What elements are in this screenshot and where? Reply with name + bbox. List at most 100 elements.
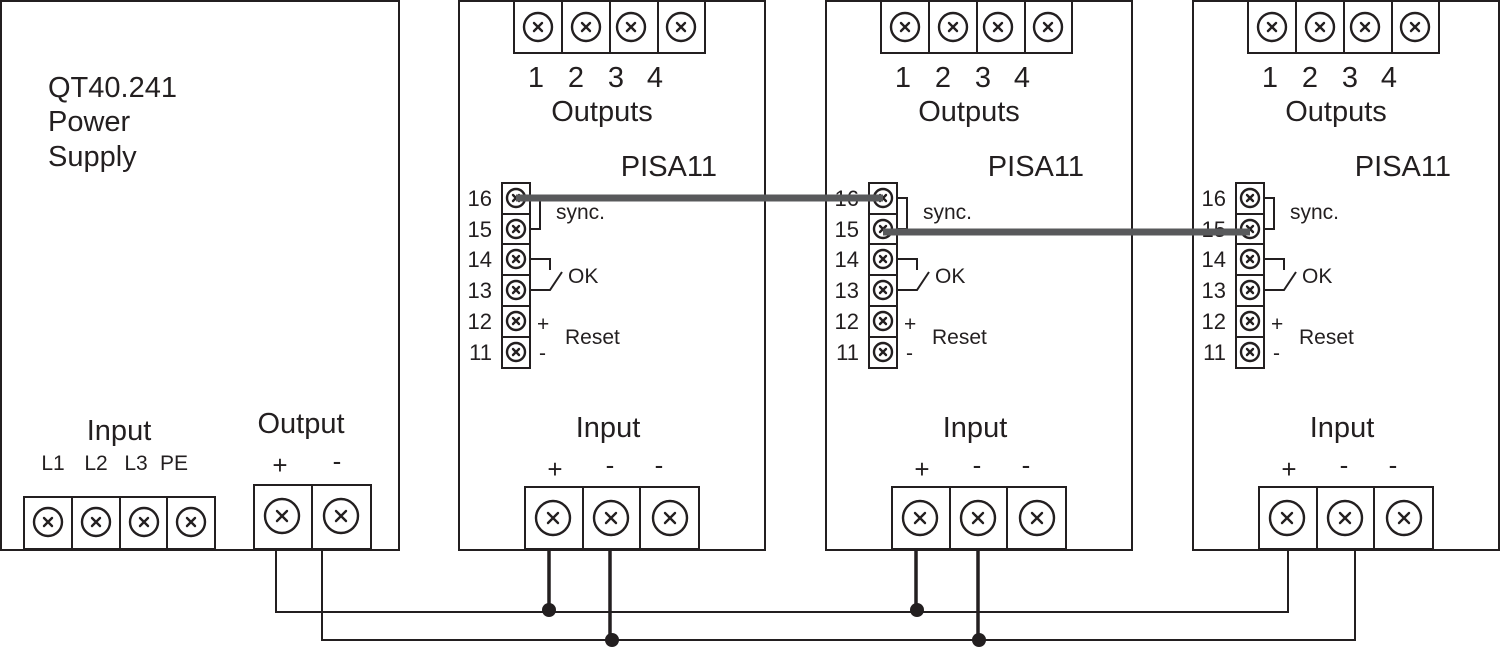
output-number-2: 2 (935, 62, 951, 94)
terminal-label-l2: L2 (84, 452, 107, 475)
pisa11-module-1: 1 2 3 4 Outputs PISA11 16 15 14 13 12 11 (458, 0, 766, 551)
input-minus-sign: - (655, 450, 664, 480)
reset-label: Reset (932, 326, 987, 349)
screw-icon (1032, 11, 1064, 43)
pisa11-module-2: 1 2 3 4 Outputs PISA11 16 15 14 13 12 11 (825, 0, 1133, 551)
reset-plus-sign: + (904, 313, 916, 336)
power-supply-title-line-1: QT40.241 (48, 72, 177, 104)
screw-icon (522, 11, 554, 43)
pin-12-label: 12 (468, 309, 492, 334)
screw-icon (505, 248, 527, 270)
pin-11-label: 11 (469, 340, 492, 365)
output-number-2: 2 (568, 62, 584, 94)
input-plus-sign: + (547, 454, 562, 484)
screw-icon (872, 248, 894, 270)
input-minus-sign: - (606, 450, 615, 480)
output-number-4: 4 (1014, 62, 1030, 94)
screw-icon (1349, 11, 1381, 43)
screw-icon (263, 497, 301, 535)
signal-terminal-strip (868, 182, 898, 369)
sync-label: sync. (923, 201, 972, 224)
minus-bus-wire (321, 549, 1356, 641)
pin-13-label: 13 (1202, 278, 1226, 303)
screw-icon (1239, 248, 1261, 270)
screw-icon (1326, 499, 1364, 537)
pin-14-label: 14 (1202, 247, 1226, 272)
sync-wires (516, 194, 1250, 236)
output-number-2: 2 (1302, 62, 1318, 94)
output-number-3: 3 (1342, 62, 1358, 94)
module-input-label: Input (1310, 412, 1375, 444)
input-minus-sign: - (1340, 450, 1349, 480)
screw-icon (959, 499, 997, 537)
power-supply-input-label: Input (87, 415, 152, 447)
screw-icon (872, 310, 894, 332)
screw-icon (615, 11, 647, 43)
reset-minus-sign: - (906, 342, 913, 365)
ok-contact-upper (530, 258, 551, 270)
output-terminal-block (880, 0, 1073, 54)
junction-dot (605, 633, 619, 647)
screw-icon (889, 11, 921, 43)
pin-15-label: 15 (835, 217, 859, 242)
power-supply-input-terminal-block (23, 496, 216, 550)
output-number-1: 1 (895, 62, 911, 94)
screw-icon (937, 11, 969, 43)
screw-icon (570, 11, 602, 43)
input-minus-sign: - (1022, 450, 1031, 480)
power-supply-output-label: Output (257, 408, 344, 440)
reset-label: Reset (1299, 326, 1354, 349)
screw-icon (505, 279, 527, 301)
output-number-3: 3 (608, 62, 624, 94)
screw-icon (80, 506, 112, 538)
pisa11-module-3: 1 2 3 4 Outputs PISA11 16 15 14 13 12 11 (1192, 0, 1500, 551)
output-minus-sign: - (333, 446, 342, 476)
reset-minus-sign: - (1273, 342, 1280, 365)
reset-label: Reset (565, 326, 620, 349)
power-supply-title-line-2: Power (48, 106, 131, 138)
pin-15-label: 15 (468, 217, 492, 242)
screw-icon (505, 310, 527, 332)
screw-icon (872, 341, 894, 363)
input-terminal-block (1258, 486, 1434, 550)
screw-icon (1256, 11, 1288, 43)
screw-icon (1239, 310, 1261, 332)
screw-icon (1239, 187, 1261, 209)
screw-icon (322, 497, 360, 535)
ok-contact-switch (897, 271, 930, 291)
signal-terminal-strip (501, 182, 531, 369)
screw-icon (534, 499, 572, 537)
junction-dot (972, 633, 986, 647)
power-supply-housing (0, 0, 400, 551)
output-plus-sign: + (272, 450, 287, 480)
reset-minus-sign: - (539, 342, 546, 365)
dc-bus-wiring (275, 549, 1356, 647)
reset-plus-sign: + (1271, 313, 1283, 336)
ok-contact-upper (897, 258, 918, 270)
signal-terminal-strip (1235, 182, 1265, 369)
junction-dot (542, 603, 556, 617)
output-terminal-block (1247, 0, 1440, 54)
screw-icon (505, 218, 527, 240)
plus-bus-wire (275, 549, 1289, 613)
screw-icon (175, 506, 207, 538)
screw-icon (1239, 279, 1261, 301)
outputs-label: Outputs (551, 96, 653, 128)
outputs-label: Outputs (1285, 96, 1387, 128)
output-number-1: 1 (528, 62, 544, 94)
screw-icon (872, 279, 894, 301)
input-terminal-block (891, 486, 1067, 550)
output-terminal-block (513, 0, 706, 54)
screw-icon (1268, 499, 1306, 537)
screw-icon (505, 341, 527, 363)
input-minus-sign: - (973, 450, 982, 480)
output-number-3: 3 (975, 62, 991, 94)
pin-11-label: 11 (1203, 340, 1226, 365)
module-name: PISA11 (988, 151, 1084, 183)
terminal-label-pe: PE (160, 452, 188, 475)
sync-label: sync. (1290, 201, 1339, 224)
screw-icon (128, 506, 160, 538)
terminal-label-l1: L1 (41, 452, 64, 475)
power-supply: QT40.241 Power Supply Input L1 L2 L3 PE … (0, 0, 400, 551)
